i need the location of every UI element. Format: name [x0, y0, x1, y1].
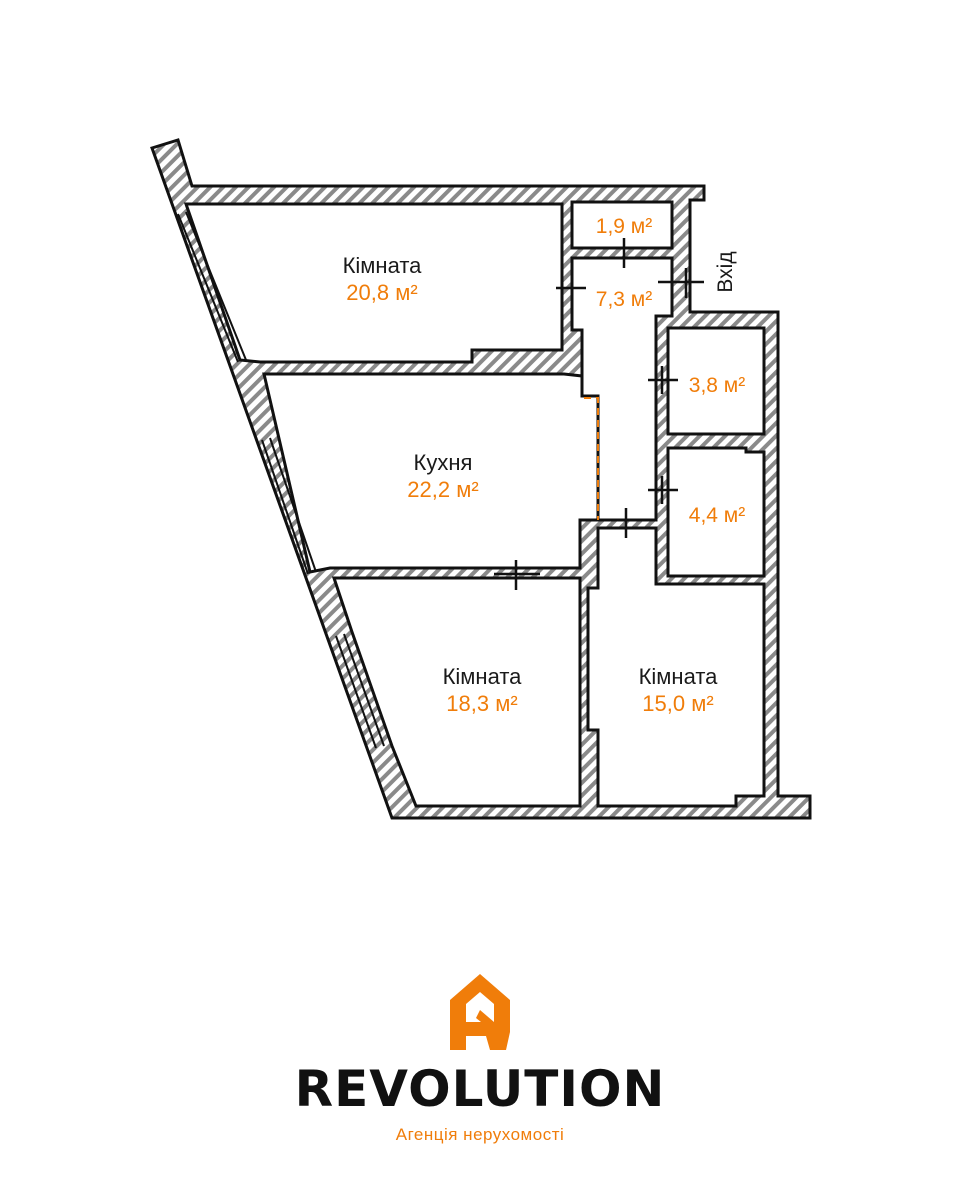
room-label-living: Кімната — [343, 253, 423, 278]
room-bathroom-4-4 — [666, 446, 766, 578]
windows — [177, 211, 385, 749]
room-area-living: 20,8 м² — [346, 280, 417, 305]
brand-name: REVOLUTION — [294, 1060, 666, 1118]
room-area-kitchen: 22,2 м² — [407, 477, 478, 502]
room-area-bedroom-2: 15,0 м² — [642, 691, 713, 716]
room-closet — [570, 200, 674, 250]
room-living-20-8 — [183, 202, 564, 364]
kitchen-zone-line — [584, 397, 599, 520]
room-label-kitchen: Кухня — [414, 450, 473, 475]
room-area-closet: 1,9 м² — [596, 215, 652, 238]
revolution-logo-icon — [450, 974, 510, 1050]
room-bedroom-18-3 — [331, 576, 582, 808]
door-markers — [494, 238, 704, 590]
room-bedroom-15-0 — [586, 526, 766, 808]
room-area-bathroom-2: 4,4 м² — [689, 504, 745, 527]
brand-block: REVOLUTION Агенція нерухомості — [0, 960, 960, 1200]
brand-tagline: Агенція нерухомості — [395, 1125, 565, 1144]
room-area-bedroom-1: 18,3 м² — [446, 691, 517, 716]
room-area-hallway: 7,3 м² — [596, 288, 652, 311]
room-label-bedroom-2: Кімната — [639, 664, 719, 689]
floor-plan: Кімната 20,8 м² Кухня 22,2 м² Кімната 18… — [150, 138, 812, 820]
room-area-bathroom-1: 3,8 м² — [689, 374, 745, 397]
room-label-bedroom-1: Кімната — [443, 664, 523, 689]
entry-label: Вхід — [714, 251, 737, 292]
